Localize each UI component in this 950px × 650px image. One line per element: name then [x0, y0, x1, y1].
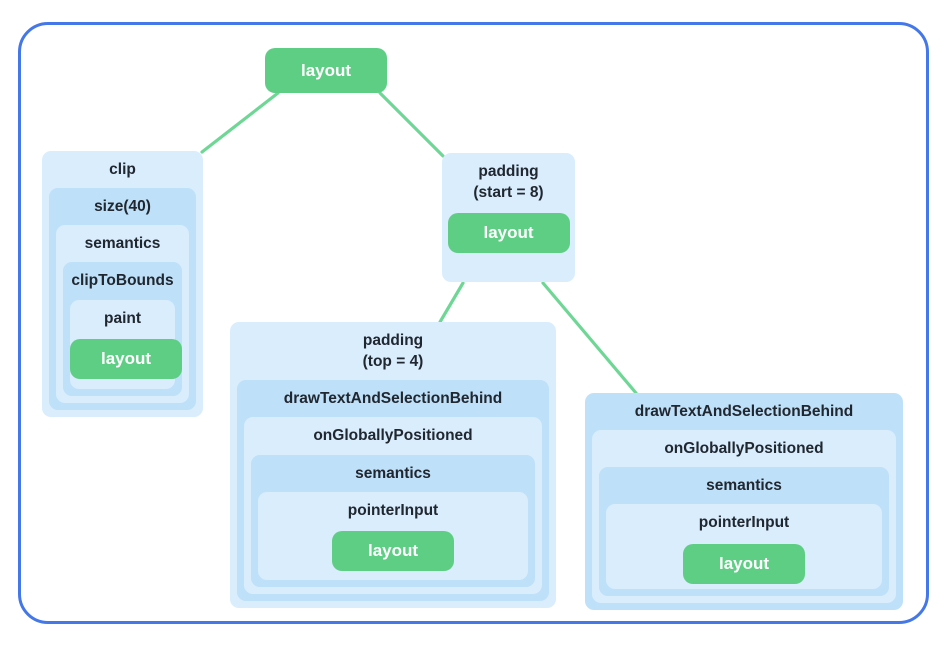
node-drawtext-layout-leaf: layout: [683, 543, 805, 584]
node-padding-start-label-line2: (start = 8): [473, 184, 544, 202]
node-padding-start-layout-leaf: layout: [447, 213, 570, 254]
node-cliptobounds-label: clipToBounds: [71, 272, 174, 290]
node-drawtext-mid-label: drawTextAndSelectionBehind: [283, 390, 503, 408]
node-padding-top: padding (top = 4) drawTextAndSelectionBe…: [230, 322, 556, 608]
node-pointerinput-right: pointerInput layout: [606, 504, 882, 589]
node-padding-start-label-line1: padding: [478, 163, 539, 180]
node-ongloballypositioned-mid-label: onGloballyPositioned: [313, 427, 473, 445]
node-padding-top-layout-leaf: layout: [332, 530, 454, 571]
node-pointerinput-mid: pointerInput layout: [258, 491, 528, 580]
node-cliptobounds: clipToBounds paint layout: [63, 262, 182, 396]
node-clip-label: clip: [109, 161, 136, 178]
node-ongloballypositioned-right-label: onGloballyPositioned: [664, 440, 824, 458]
node-semantics-right: semantics pointerInput layout: [599, 467, 889, 596]
node-drawtext-mid: drawTextAndSelectionBehind onGloballyPos…: [237, 380, 549, 601]
node-padding-top-label-line1: padding: [362, 332, 424, 349]
node-paint: paint layout: [70, 299, 182, 389]
node-ongloballypositioned-mid: onGloballyPositioned semantics pointerIn…: [244, 417, 542, 594]
node-clip-semantics-label: semantics: [84, 235, 161, 253]
node-clip: clip size(40) semantics clipToBounds pai…: [42, 151, 203, 417]
node-pointerinput-right-label: pointerInput: [698, 514, 790, 532]
node-padding-start: padding (start = 8) layout: [442, 153, 575, 282]
node-padding-top-label-line2: (top = 4): [362, 353, 424, 371]
node-drawtext-right-label: drawTextAndSelectionBehind: [634, 403, 854, 420]
node-semantics-right-label: semantics: [706, 477, 782, 495]
node-clip-semantics: semantics clipToBounds paint layout: [56, 225, 189, 403]
node-clip-layout-leaf: layout: [70, 338, 182, 379]
node-semantics-mid: semantics pointerInput layout: [251, 454, 535, 587]
node-pointerinput-mid-label: pointerInput: [347, 501, 439, 519]
node-drawtext-right: drawTextAndSelectionBehind onGloballyPos…: [585, 393, 903, 610]
node-ongloballypositioned-right: onGloballyPositioned semantics pointerIn…: [592, 430, 896, 603]
node-size40: size(40) semantics clipToBounds paint la…: [49, 188, 196, 410]
node-root-layout: layout: [265, 48, 387, 93]
node-size40-label: size(40): [94, 198, 151, 216]
node-paint-label: paint: [103, 309, 142, 327]
node-semantics-mid-label: semantics: [355, 464, 431, 482]
